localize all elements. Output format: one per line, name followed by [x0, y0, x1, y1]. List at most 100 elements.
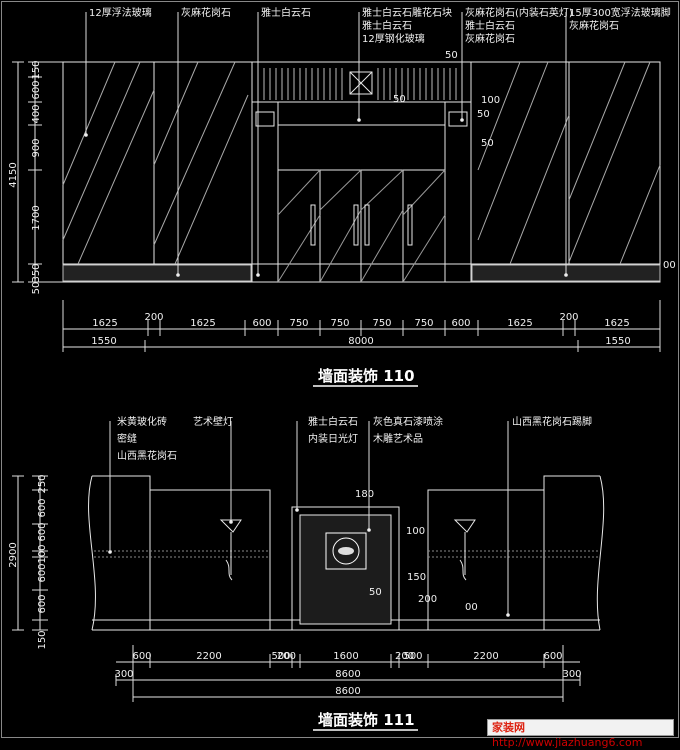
tile-band	[94, 550, 598, 558]
elevation-111	[12, 421, 605, 702]
dim-text: 600	[37, 498, 48, 517]
callout-float-glass-skirting: 15厚300宽浮法玻璃脚	[569, 6, 671, 19]
dim-text: 1625	[190, 318, 215, 329]
callout-grey-granite-3: 灰麻花岗石	[569, 19, 619, 32]
callout-carved-marble-block: 雅士白云石雕花石块	[362, 6, 452, 19]
leaders-top	[85, 12, 567, 275]
dim-text: 50	[369, 587, 382, 598]
break-line-right	[596, 475, 605, 631]
drawing-title-110: 墙面装饰 110	[318, 367, 415, 385]
callout-grey-granite-2: 灰麻花岗石	[465, 32, 515, 45]
callout-black-granite-skirting: 山西黑花岗石踢脚	[512, 415, 592, 428]
dim-text: 50	[481, 138, 494, 149]
column-left-cap	[255, 111, 275, 127]
column-left	[251, 101, 279, 283]
elevation-110	[12, 12, 661, 352]
dim-text: 300	[562, 669, 581, 680]
break-line-left	[88, 475, 96, 631]
dim-text: 100	[406, 526, 425, 537]
dim-ticks-bottom-b	[115, 645, 581, 702]
wall-lamp-right	[453, 519, 476, 581]
dim-text: 1625	[92, 318, 117, 329]
wall-left	[92, 475, 271, 630]
dim-text: 750	[289, 318, 308, 329]
callout-12mm-tempered-glass: 12厚钢化玻璃	[362, 32, 425, 45]
callout-granite-quartz-lamp: 灰麻花岗石(内装石英灯)	[465, 6, 573, 19]
artwork-carving	[338, 547, 354, 555]
dim-text: 600	[451, 318, 470, 329]
dim-text: 200	[395, 651, 414, 662]
drawing-title-111: 墙面装饰 111	[318, 711, 415, 729]
dim-text: 600	[132, 651, 151, 662]
frame-border	[1, 1, 679, 738]
dim-text: 150	[31, 60, 42, 79]
dim-text: 600	[252, 318, 271, 329]
dim-ticks-left-b	[12, 475, 48, 631]
wall-lamp-left	[219, 519, 242, 581]
dim-ticks-bottom	[62, 300, 661, 352]
door-handle	[364, 204, 370, 246]
leader-dots-bottom	[108, 508, 510, 617]
dim-text: 1550	[605, 336, 630, 347]
dim-text: 900	[31, 138, 42, 157]
leader-dots-top	[84, 118, 568, 277]
dim-text: 1600	[333, 651, 358, 662]
dim-text: 2200	[196, 651, 221, 662]
dim-total: 2900	[8, 542, 19, 567]
dim-text: 8600	[335, 669, 360, 680]
watermark-url[interactable]: http://www.jiazhuang6.com	[492, 736, 643, 749]
dim-text: 600	[31, 80, 42, 99]
dim-text: 350	[31, 263, 42, 282]
dim-total: 4150	[8, 162, 19, 187]
dim-ticks-left	[12, 61, 63, 283]
callout-yashi-white-marble-b: 雅士白云石	[308, 415, 358, 428]
dim-text: 600	[37, 563, 48, 582]
column-right	[444, 101, 472, 283]
wall-right	[427, 475, 600, 630]
callout-beige-vitrified-tile: 米黄玻化砖	[117, 415, 167, 428]
dim-text: 8600	[335, 686, 360, 697]
carved-block	[349, 71, 373, 95]
leaders-bottom	[109, 421, 509, 615]
dim-text: 500	[271, 651, 290, 662]
watermark: 家装网 http://www.jiazhuang6.com	[487, 719, 674, 749]
dim-text: 1550	[91, 336, 116, 347]
dim-text: 250	[37, 474, 48, 493]
dim-text: 50	[393, 94, 406, 105]
artwork-frame	[325, 532, 367, 570]
dim-text: 100	[37, 544, 48, 563]
dim-text: 50	[477, 109, 490, 120]
dim-text: 50	[445, 50, 458, 61]
callout-yashi-white-marble-3: 雅士白云石	[362, 19, 412, 32]
dim-text: 200	[277, 651, 296, 662]
baseboard-left	[62, 264, 252, 282]
door-handle	[407, 204, 413, 246]
dim-text: 600	[37, 594, 48, 613]
niche-frame	[291, 506, 400, 631]
dim-text: 500	[403, 651, 422, 662]
dim-text: 750	[330, 318, 349, 329]
dim-text: 1625	[604, 318, 629, 329]
dim-text: 150	[37, 630, 48, 649]
dim-text: 750	[414, 318, 433, 329]
dim-text: 2200	[473, 651, 498, 662]
dim-text: 200	[144, 312, 163, 323]
dim-text: 200	[559, 312, 578, 323]
dim-text: 8000	[348, 336, 373, 347]
artwork-medallion	[332, 537, 360, 565]
dim-text: 1625	[507, 318, 532, 329]
watermark-site: 家装网	[492, 721, 525, 734]
callout-art-wall-lamp: 艺术壁灯	[193, 415, 233, 428]
callout-yashi-white-marble-2: 雅士白云石	[465, 19, 515, 32]
dim-text: 50	[31, 282, 42, 295]
callout-12mm-float-glass: 12厚浮法玻璃	[89, 6, 152, 19]
callout-inner-fluorescent: 内装日光灯	[308, 432, 358, 445]
callout-grey-granite: 灰麻花岗石	[181, 6, 231, 19]
dim-text: 750	[372, 318, 391, 329]
dim-text: 180	[355, 489, 374, 500]
dim-text: 200	[418, 594, 437, 605]
dim-text: 150	[407, 572, 426, 583]
callout-tight-joint: 密缝	[117, 432, 137, 445]
door-handle	[353, 204, 359, 246]
